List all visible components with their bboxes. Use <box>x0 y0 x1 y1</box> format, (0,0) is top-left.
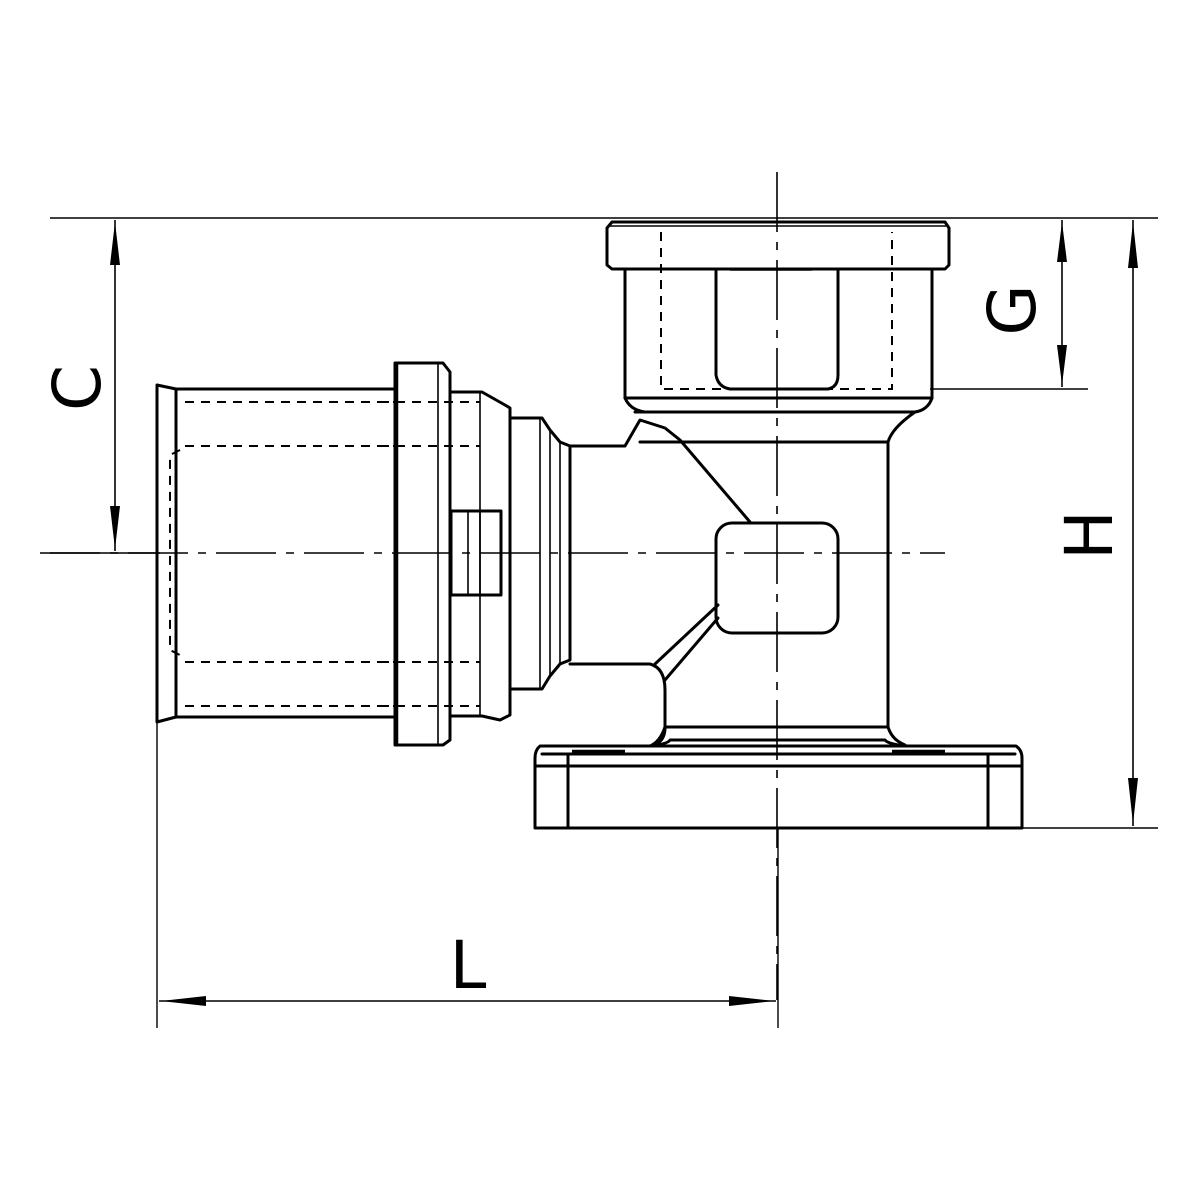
arrow-up-icon <box>1128 222 1138 268</box>
threaded-outlet <box>605 220 951 414</box>
tee-body <box>568 410 917 748</box>
dimension-c: C <box>39 220 120 551</box>
arrow-right-icon <box>729 996 774 1006</box>
arrow-up-icon <box>110 222 120 265</box>
arrow-down-icon <box>1128 778 1138 824</box>
press-ring <box>380 361 480 747</box>
front-port <box>714 521 840 635</box>
dimension-label-l: L <box>450 927 487 1004</box>
inspection-window <box>449 509 503 597</box>
dimension-label-h: H <box>1051 510 1128 560</box>
extension-lines <box>50 217 1158 1028</box>
body-neck <box>508 416 572 691</box>
dimension-label-c: C <box>39 365 116 411</box>
mounting-plate <box>533 738 1024 830</box>
arrow-up-icon <box>1057 222 1067 262</box>
dimension-l: L <box>159 927 776 1006</box>
dimension-g: G <box>974 220 1067 387</box>
arrow-down-icon <box>110 506 120 549</box>
centerlines <box>40 172 945 1000</box>
arrow-left-icon <box>161 996 206 1006</box>
dimension-h: H <box>1051 220 1138 826</box>
dimension-label-g: G <box>974 284 1051 335</box>
arrow-down-icon <box>1057 345 1067 385</box>
sleeve-step <box>448 390 512 722</box>
press-sleeve <box>155 383 397 724</box>
